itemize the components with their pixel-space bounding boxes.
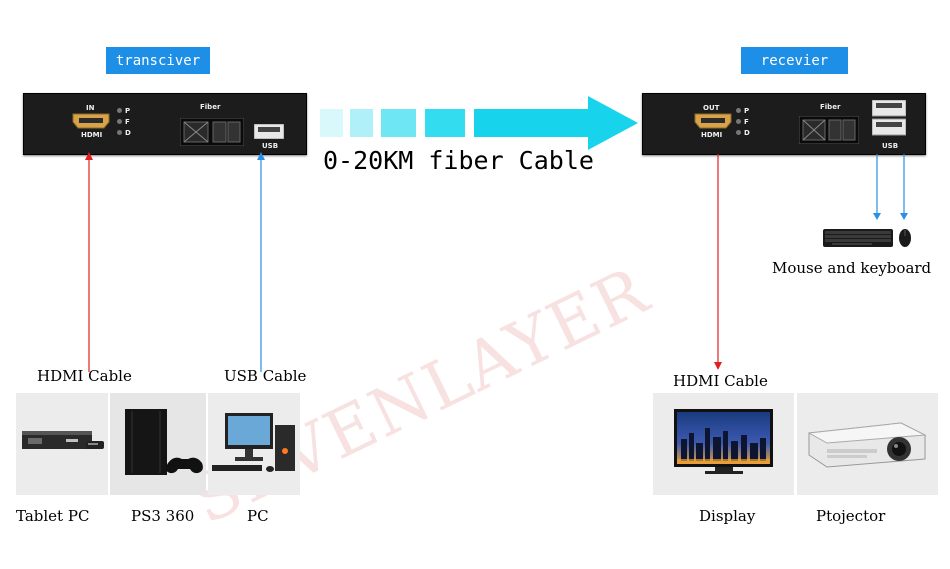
hdmi-port-label: HDMI	[701, 131, 723, 139]
fiber-link-arrow	[318, 96, 640, 150]
usb-arrowhead-icon	[873, 213, 881, 220]
projector-icon	[807, 422, 927, 468]
device-label: Ptojector	[816, 507, 886, 525]
device-label: Display	[699, 507, 756, 525]
fiber-label: Fiber	[200, 103, 221, 111]
projector-panel	[797, 393, 938, 495]
led-icon	[117, 108, 122, 113]
set-top-box-icon	[22, 431, 104, 449]
led-label: F	[125, 117, 130, 126]
tv-display-icon	[674, 409, 773, 474]
device-label: Tablet PC	[16, 507, 90, 525]
pc-panel	[208, 393, 300, 495]
led-label: F	[744, 117, 749, 126]
usb-port-label: USB	[262, 142, 279, 150]
transmitter-label: transciver	[106, 47, 210, 74]
usb-arrowhead-icon	[900, 213, 908, 220]
left-arrows	[85, 152, 265, 372]
led-label: D	[744, 128, 750, 137]
status-leds: P F D	[736, 105, 752, 138]
fiber-label: Fiber	[820, 103, 841, 111]
hdmi-port-icon	[71, 113, 111, 129]
led-icon	[117, 119, 122, 124]
game-console-icon	[125, 409, 203, 475]
fiber-link-text: 0-20KM fiber Cable	[323, 146, 594, 175]
display-panel	[653, 393, 794, 495]
usb-dual-port-icon	[871, 99, 907, 136]
tablet-pc-panel	[16, 393, 108, 495]
hdmi-in-label: IN	[86, 104, 95, 112]
usb-port-icon	[253, 123, 285, 140]
led-icon	[736, 130, 741, 135]
fiber-port-icon	[179, 117, 245, 147]
led-icon	[736, 108, 741, 113]
led-icon	[117, 130, 122, 135]
left-usb-cable-label: USB Cable	[224, 367, 307, 385]
mouse-keyboard-label: Mouse and keyboard	[772, 259, 932, 277]
hdmi-out-label: OUT	[703, 104, 720, 112]
hdmi-arrowhead-icon	[85, 152, 93, 160]
status-leds: P F D	[117, 105, 133, 138]
led-icon	[736, 119, 741, 124]
device-label: PS3 360	[131, 507, 195, 525]
receiver-device: OUT HDMI P F D Fiber USB	[642, 93, 926, 155]
hdmi-port-icon	[693, 113, 733, 129]
usb-arrowhead-icon	[257, 152, 265, 160]
hdmi-arrowhead-icon	[714, 362, 722, 370]
desktop-pc-icon	[212, 413, 295, 472]
right-hdmi-cable-label: HDMI Cable	[673, 372, 768, 390]
fiber-port-icon	[798, 115, 860, 145]
right-arrows	[714, 154, 908, 370]
hdmi-port-label: HDMI	[81, 131, 103, 139]
led-label: P	[744, 106, 750, 115]
ps3-panel	[110, 393, 206, 495]
left-hdmi-cable-label: HDMI Cable	[37, 367, 132, 385]
receiver-label: recevier	[741, 47, 848, 74]
usb-port-label: USB	[882, 142, 899, 150]
transmitter-device: IN HDMI P F D Fiber USB	[23, 93, 307, 155]
led-label: D	[125, 128, 131, 137]
led-label: P	[125, 106, 131, 115]
keyboard-mouse-icon	[822, 226, 914, 250]
device-label: PC	[247, 507, 269, 525]
